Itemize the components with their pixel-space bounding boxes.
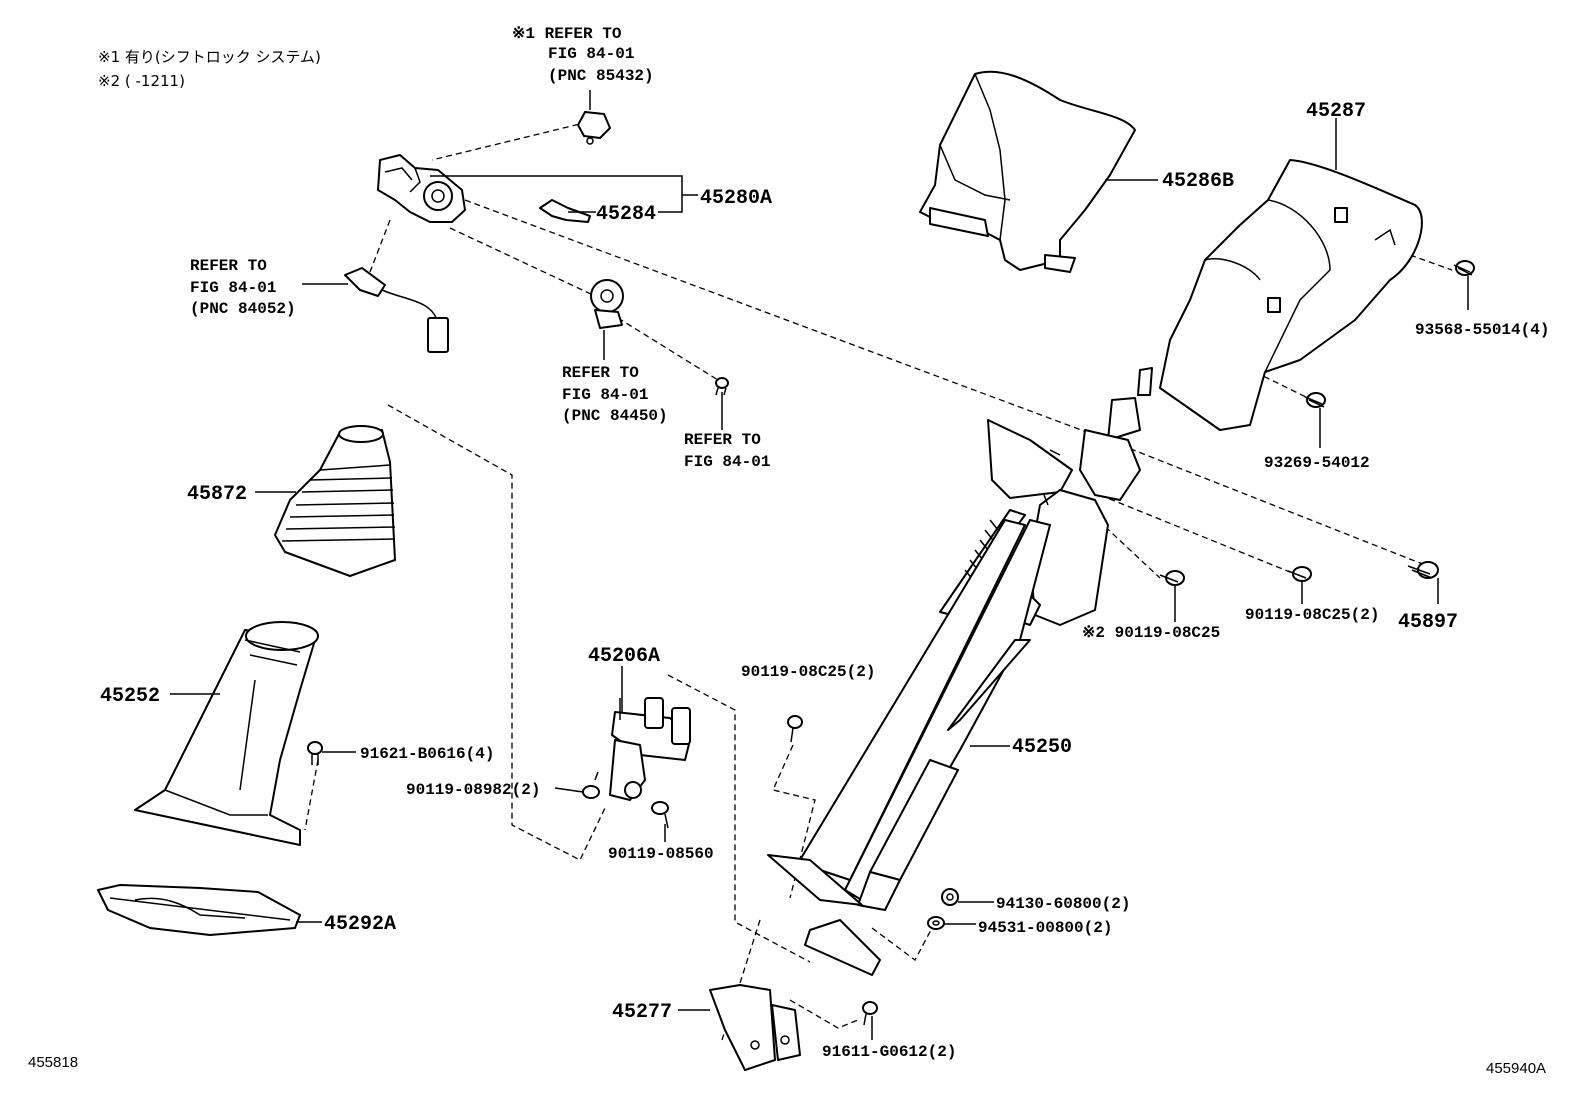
washer-94531[interactable]: [927, 916, 945, 930]
bolt-90119-08C25-left[interactable]: [787, 715, 803, 743]
label-94130-60800[interactable]: 94130-60800(2): [996, 895, 1130, 913]
label-90119-08C25-right[interactable]: 90119-08C25(2): [1245, 606, 1379, 624]
svg-text:REFER TO: REFER TO: [562, 364, 639, 382]
svg-text:(PNC 84052): (PNC 84052): [190, 300, 296, 318]
note-shift-lock: ※1 有り(シフトロック システム): [98, 48, 321, 66]
svg-text:REFER TO: REFER TO: [684, 431, 761, 449]
svg-text:REFER TO: REFER TO: [190, 257, 267, 275]
refer-to-84450[interactable]: REFER TO FIG 84-01 (PNC 84450): [562, 364, 668, 425]
label-94531-00800[interactable]: 94531-00800(2): [978, 919, 1112, 937]
svg-text:FIG 84-01: FIG 84-01: [548, 45, 634, 63]
label-45872[interactable]: 45872: [187, 483, 247, 506]
label-91611-G0612[interactable]: 91611-G0612(2): [822, 1043, 956, 1061]
column-cover-upper-45286B[interactable]: [919, 70, 1136, 273]
boot-45872[interactable]: [274, 425, 396, 577]
bolt-45897[interactable]: [1407, 561, 1439, 579]
label-90119-08982[interactable]: 90119-08982(2): [406, 781, 540, 799]
svg-text:※1 REFER TO: ※1 REFER TO: [512, 25, 622, 43]
svg-text:FIG 84-01: FIG 84-01: [190, 279, 276, 297]
label-90119-08560[interactable]: 90119-08560: [608, 845, 714, 863]
label-45206A[interactable]: 45206A: [588, 645, 660, 668]
refer-to-84052[interactable]: REFER TO FIG 84-01 (PNC 84052): [190, 257, 296, 318]
part-84052-wire[interactable]: [344, 267, 449, 353]
screw-91621[interactable]: [307, 741, 323, 765]
key-45284[interactable]: [539, 199, 591, 223]
label-90119-08C25-left[interactable]: 90119-08C25(2): [741, 663, 875, 681]
figure-id-right: 455940A: [1486, 1060, 1546, 1077]
label-45277[interactable]: 45277: [612, 1001, 672, 1024]
figure-id-left: 455818: [28, 1054, 78, 1071]
nut-94130[interactable]: [941, 888, 959, 906]
bolt-90119-08C25-right[interactable]: [1287, 566, 1312, 582]
ignition-lock-cylinder-45280A[interactable]: [377, 154, 466, 223]
svg-text:(PNC 85432): (PNC 85432): [548, 67, 654, 85]
label-93269-54012[interactable]: 93269-54012: [1264, 454, 1370, 472]
label-45280A[interactable]: 45280A: [700, 187, 772, 210]
universal-joint-45206A[interactable]: [609, 697, 691, 801]
label-45284[interactable]: 45284: [596, 203, 656, 226]
label-45292A[interactable]: 45292A: [324, 913, 396, 936]
label-45252[interactable]: 45252: [100, 685, 160, 708]
bolt-90119-08982[interactable]: [582, 771, 600, 799]
bolt-90119-08C25-center[interactable]: [1159, 570, 1185, 586]
column-cover-lower-45287[interactable]: [1159, 159, 1423, 431]
hole-cover-45252[interactable]: [134, 621, 319, 846]
part-84450-switch[interactable]: [590, 279, 624, 329]
bracket-45277[interactable]: [709, 984, 801, 1071]
dashed-guides: [304, 121, 1453, 1041]
label-45250[interactable]: 45250: [1012, 736, 1072, 759]
mat-45292A[interactable]: [97, 884, 301, 936]
screw-93568[interactable]: [1453, 260, 1475, 276]
label-90119-08C25-center[interactable]: ※2 90119-08C25: [1082, 624, 1220, 642]
part-85432-switch[interactable]: [577, 111, 611, 145]
label-45286B[interactable]: 45286B: [1162, 170, 1234, 193]
refer-to-85432[interactable]: ※1 REFER TO FIG 84-01 (PNC 85432): [512, 25, 654, 85]
steering-column-45250[interactable]: [767, 367, 1153, 976]
leader-lines: [170, 90, 1469, 1040]
label-93568-55014[interactable]: 93568-55014(4): [1415, 321, 1549, 339]
note-date-range: ※2 ( -1211): [98, 72, 185, 90]
label-45287[interactable]: 45287: [1306, 100, 1366, 123]
svg-text:FIG 84-01: FIG 84-01: [684, 453, 770, 471]
screw-84-01[interactable]: [715, 377, 729, 396]
svg-text:(PNC 84450): (PNC 84450): [562, 407, 668, 425]
bolt-90119-08560[interactable]: [651, 801, 669, 829]
svg-text:FIG 84-01: FIG 84-01: [562, 386, 648, 404]
screw-93269[interactable]: [1304, 392, 1326, 408]
bolt-91611[interactable]: [862, 1001, 878, 1026]
label-91621-B0616[interactable]: 91621-B0616(4): [360, 745, 494, 763]
label-45897[interactable]: 45897: [1398, 611, 1458, 634]
refer-to-84-01[interactable]: REFER TO FIG 84-01: [684, 431, 770, 471]
